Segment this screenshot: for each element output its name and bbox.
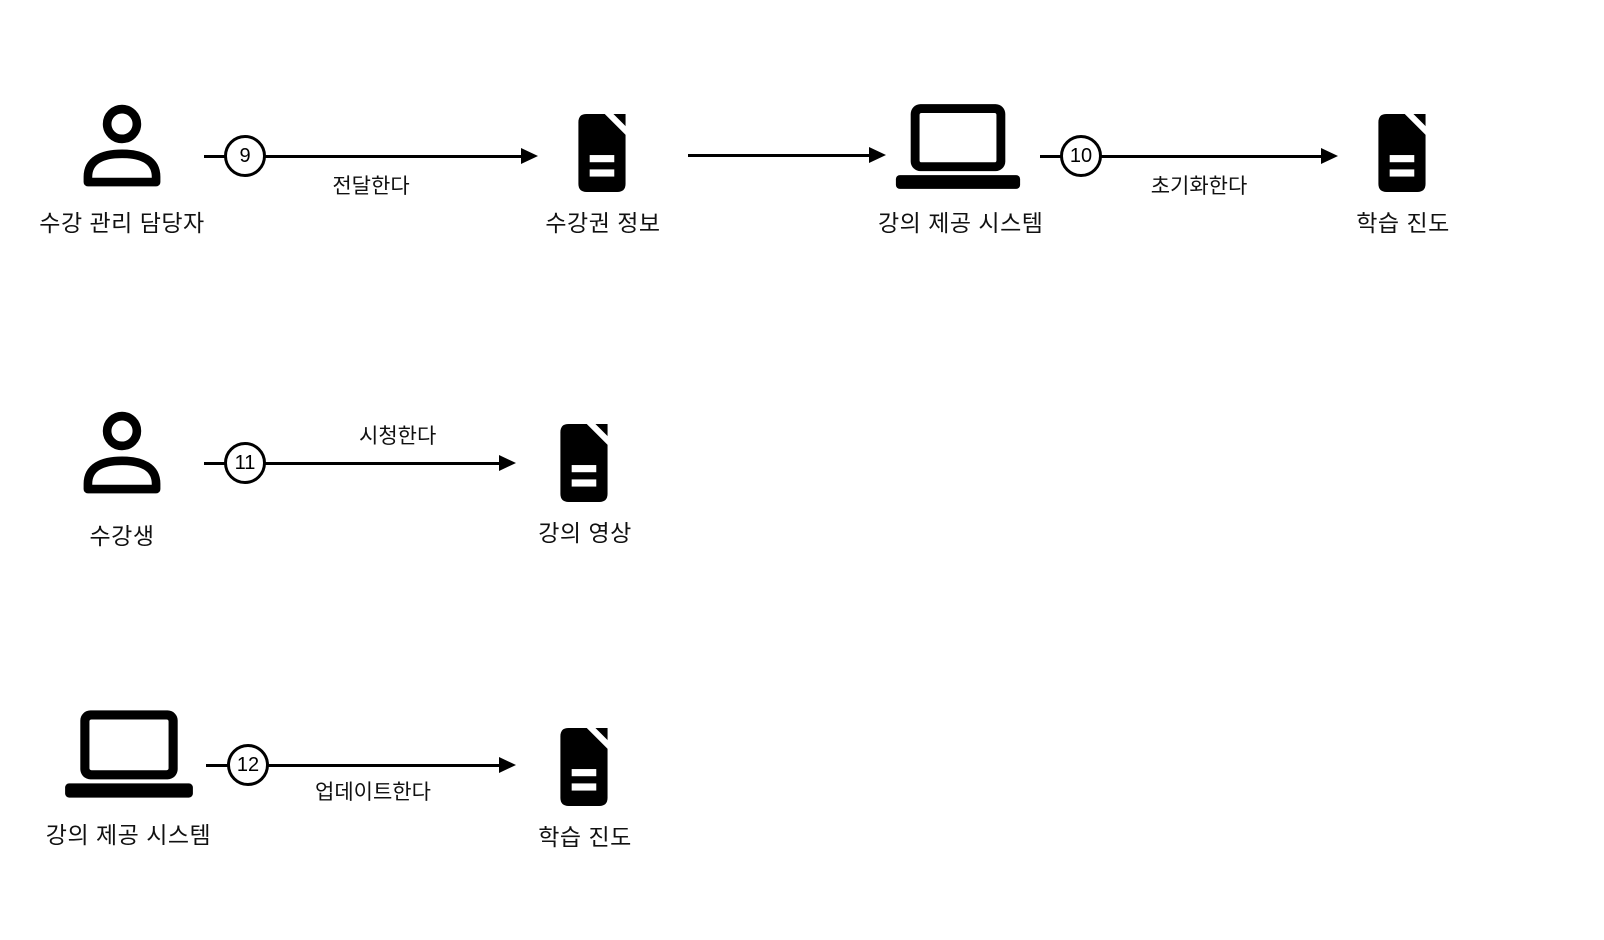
edge-step11: 시청한다 11 [204,416,516,488]
edge-label: 전달한다 [332,175,410,198]
arrowhead-icon [499,757,516,773]
step-number-badge: 12 [227,744,269,786]
node-lecture-video: 강의 영상 [505,422,665,547]
arrowhead-icon [521,148,538,164]
step-number: 9 [239,144,251,167]
laptop-icon [895,104,1021,189]
node-label: 수강생 [89,523,155,549]
document-icon [560,422,615,502]
node-progress-bottom: 학습 진도 [505,726,665,851]
node-ticket-info: 수강권 정보 [523,112,683,237]
step-number: 10 [1069,144,1093,167]
laptop-icon [64,710,193,798]
edge-label: 시청한다 [359,425,437,448]
step-number-badge: 11 [224,442,266,484]
step-number-badge: 10 [1060,135,1102,177]
document-icon [578,112,633,192]
step-number-badge: 9 [224,135,266,177]
step-number: 12 [236,753,260,776]
document-icon [1378,112,1433,192]
arrowhead-icon [869,147,886,163]
edge-line [206,764,502,767]
edge-step9: 9 전달한다 [204,134,538,198]
node-label: 강의 제공 시스템 [45,822,212,848]
node-label: 학습 진도 [538,824,632,850]
edge-label: 초기화한다 [1150,175,1248,198]
edge-line [688,154,872,157]
edge-label: 업데이트한다 [315,781,431,804]
person-icon [83,104,161,187]
step-number: 11 [234,451,256,474]
edge-line [204,155,524,158]
node-label: 학습 진도 [1356,210,1450,236]
arrowhead-icon [499,455,516,471]
edge-plain [688,140,886,172]
node-label: 강의 영상 [538,520,632,546]
edge-step12: 12 업데이트한다 [206,742,516,804]
node-lecture-system-bottom: 강의 제공 시스템 [26,708,231,848]
person-icon [83,411,161,494]
node-course-manager: 수강 관리 담당자 [22,100,222,236]
arrowhead-icon [1321,148,1338,164]
edge-line [204,462,502,465]
edge-step10: 10 초기화한다 [1040,134,1338,198]
node-lecture-system-top: 강의 제공 시스템 [878,102,1044,237]
node-progress-top: 학습 진도 [1323,112,1483,237]
node-label: 수강 관리 담당자 [39,210,205,236]
node-label: 수강권 정보 [545,210,661,236]
edge-line [1040,155,1324,158]
document-icon [560,726,615,806]
node-label: 강의 제공 시스템 [878,210,1044,236]
node-student: 수강생 [22,407,222,549]
